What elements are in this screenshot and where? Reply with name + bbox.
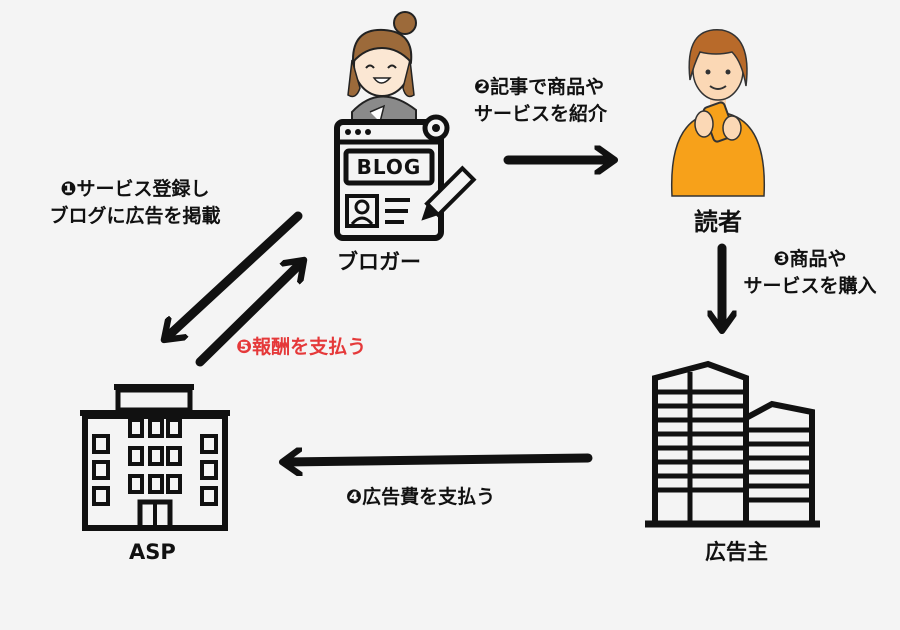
step-1-line-1: ❶サービス登録し	[60, 178, 210, 200]
step-4-label: ❹広告費を支払う	[346, 486, 496, 508]
reader-label: 読者	[694, 208, 742, 236]
advertiser-buildings-icon	[645, 360, 820, 528]
step-2-label: ❷記事で商品や サービスを紹介	[474, 74, 607, 128]
blogger-label: ブロガー	[337, 250, 421, 274]
step-2-line-2: サービスを紹介	[474, 103, 608, 125]
advertiser-label: 広告主	[705, 540, 768, 564]
blog-window-icon	[334, 114, 477, 241]
step-3-label: ❸商品や サービスを購入	[730, 246, 890, 300]
arrow-blogger-to-asp	[166, 211, 303, 338]
asp-label: ASP	[129, 540, 176, 564]
step-3-line-2: サービスを購入	[743, 275, 877, 297]
arrow-advertiser-to-asp	[285, 458, 593, 462]
asp-building-icon	[80, 384, 230, 531]
reader-person-icon	[670, 29, 766, 197]
step-3-line-1: ❸商品や	[773, 248, 847, 270]
step-1-line-2: ブログに広告を掲載	[49, 205, 221, 227]
step-5-label: ❺報酬を支払う	[236, 336, 367, 358]
step-2-line-1: ❷記事で商品や	[474, 76, 605, 98]
arrow-asp-to-blogger	[195, 262, 302, 367]
step-1-label: ❶サービス登録し ブログに広告を掲載	[28, 176, 242, 230]
blogger-avatar-icon	[347, 11, 417, 123]
blog-logo-text: BLOG	[356, 155, 422, 179]
